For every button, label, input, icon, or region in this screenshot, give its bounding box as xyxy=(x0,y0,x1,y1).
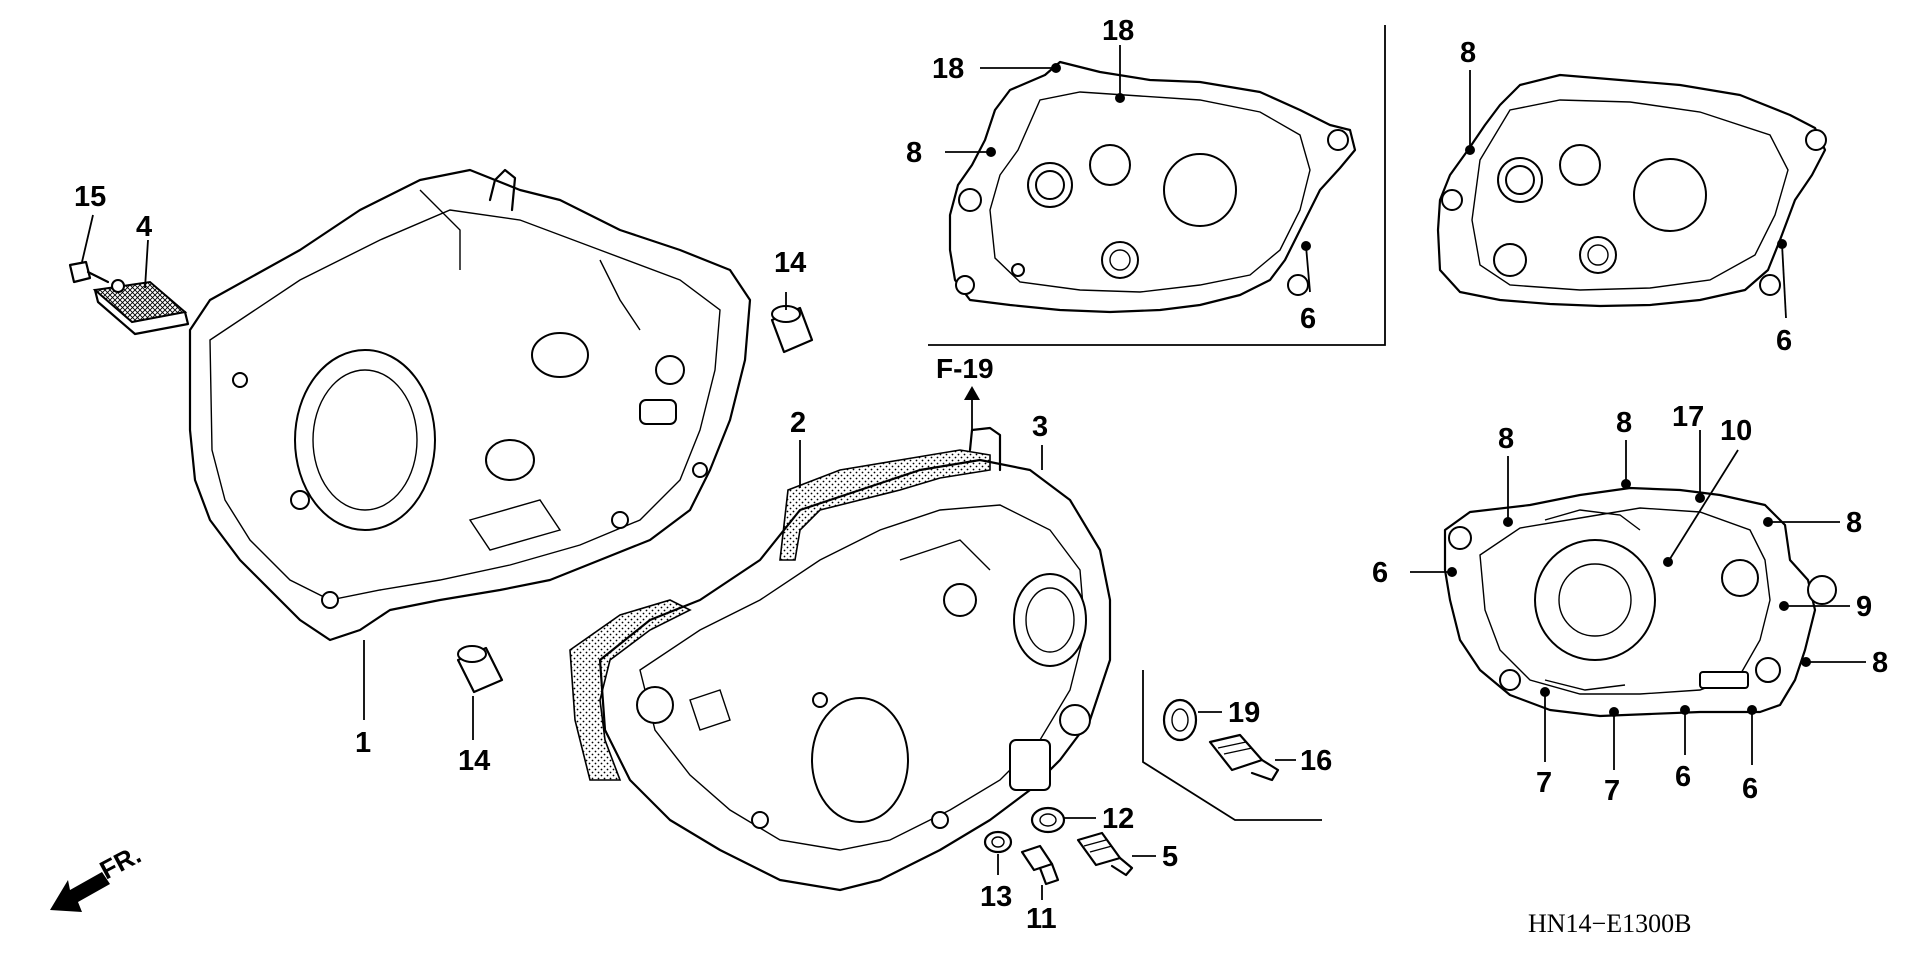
callout-8f: 8 xyxy=(1872,647,1888,679)
callout-12: 12 xyxy=(1102,803,1134,835)
callout-1: 1 xyxy=(355,727,371,759)
sealing-washer-13 xyxy=(983,830,1013,854)
reference-label-f19: F-19 xyxy=(936,353,994,384)
strainer-bolt xyxy=(68,260,125,293)
cover-gasket-b xyxy=(1436,73,1827,308)
leader-lines xyxy=(81,45,1866,900)
callout-18a: 18 xyxy=(932,53,964,85)
drain-bolt-11 xyxy=(1020,844,1060,886)
callout-19: 19 xyxy=(1228,697,1260,729)
oil-pressure-switch-5 xyxy=(1076,831,1134,877)
sealing-washer-19 xyxy=(1162,698,1198,742)
callout-6b: 6 xyxy=(1776,325,1792,357)
callout-8b: 8 xyxy=(1460,37,1476,69)
callout-8e: 8 xyxy=(1846,507,1862,539)
callout-9: 9 xyxy=(1856,591,1872,623)
callout-8d: 8 xyxy=(1616,407,1632,439)
callout-6e: 6 xyxy=(1742,773,1758,805)
callout-13: 13 xyxy=(980,881,1012,913)
callout-10: 10 xyxy=(1720,415,1752,447)
left-crankcase-half xyxy=(188,168,752,642)
callout-5: 5 xyxy=(1162,841,1178,873)
callout-6d: 6 xyxy=(1675,761,1691,793)
callout-14a: 14 xyxy=(774,247,806,279)
callout-15: 15 xyxy=(74,181,106,213)
front-direction-arrow xyxy=(50,872,110,912)
callout-11: 11 xyxy=(1026,903,1057,935)
neutral-switch-16 xyxy=(1208,733,1280,782)
callout-6a: 6 xyxy=(1300,303,1316,335)
callout-18b: 18 xyxy=(1102,15,1134,47)
crankcase-gasket xyxy=(569,449,991,781)
callout-8c: 8 xyxy=(1498,423,1514,455)
callout-7a: 7 xyxy=(1536,767,1552,799)
dowel-pin-upper xyxy=(770,305,814,354)
callout-3: 3 xyxy=(1032,411,1048,443)
sealing-washer-12 xyxy=(1030,806,1066,834)
callout-17: 17 xyxy=(1672,401,1704,433)
right-crankcase-half xyxy=(598,426,1112,892)
callout-14b: 14 xyxy=(458,745,490,777)
callout-8a: 8 xyxy=(906,137,922,169)
oil-strainer xyxy=(92,280,190,336)
cover-gasket-c xyxy=(1443,479,1837,718)
callout-16: 16 xyxy=(1300,745,1332,777)
reference-arrow-f19 xyxy=(964,386,980,432)
cover-gasket-a xyxy=(948,60,1357,314)
diagram-reference-code: HN14−E1300B xyxy=(1528,909,1691,938)
callout-4: 4 xyxy=(136,211,152,243)
callout-labels: 1 2 3 4 5 6 6 6 6 6 7 7 8 8 8 8 8 8 9 10… xyxy=(74,15,1888,938)
callout-2: 2 xyxy=(790,407,806,439)
callout-7b: 7 xyxy=(1604,775,1620,807)
dowel-pin-lower xyxy=(456,645,504,694)
callout-6c: 6 xyxy=(1372,557,1388,589)
